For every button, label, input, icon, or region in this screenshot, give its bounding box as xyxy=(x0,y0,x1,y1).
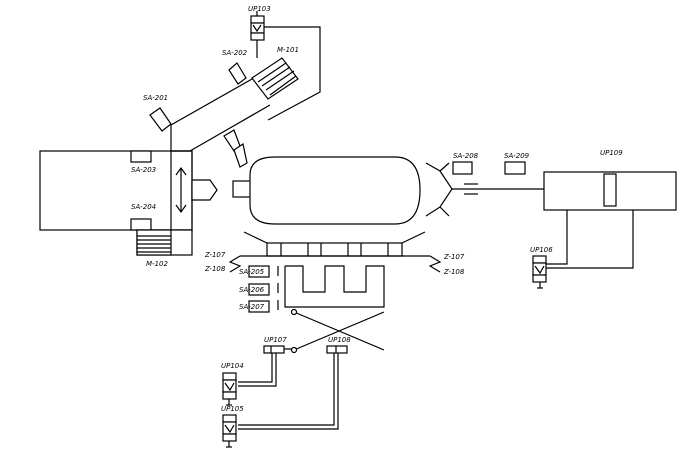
label-z107-right: Z-107 xyxy=(443,253,465,261)
label-up107: UP107 xyxy=(264,336,287,344)
valve-up104 xyxy=(222,372,237,406)
nozzle xyxy=(191,179,218,201)
label-up105: UP105 xyxy=(221,405,244,413)
label-up103: UP103 xyxy=(248,5,271,13)
label-up108: UP108 xyxy=(328,336,351,344)
label-m101: M-101 xyxy=(277,46,299,54)
label-up104: UP104 xyxy=(221,362,244,370)
label-m102: M-102 xyxy=(146,260,168,268)
label-z108-left: Z-108 xyxy=(204,265,226,273)
line-up104-b xyxy=(238,353,277,387)
label-sa206: SA-206 xyxy=(239,286,265,294)
sensor-sa204-box xyxy=(130,218,152,231)
sensor-sa208-box xyxy=(452,161,473,175)
inclined-arm xyxy=(149,26,321,168)
label-sa207: SA-207 xyxy=(239,303,265,311)
clamp-left xyxy=(228,255,242,273)
crossing-linkage xyxy=(290,308,385,354)
label-sa201: SA-201 xyxy=(143,94,168,102)
label-sa202: SA-202 xyxy=(222,49,248,57)
clamp-right xyxy=(428,255,442,273)
label-up106: UP106 xyxy=(530,246,553,254)
motor-m101 xyxy=(251,57,299,100)
gripper xyxy=(425,161,545,217)
sensor-sa205-box xyxy=(248,265,270,278)
label-sa203: SA-203 xyxy=(131,166,156,174)
label-sa209: SA-209 xyxy=(504,152,530,160)
sensor-sa206-box xyxy=(248,283,270,296)
line-up104-a xyxy=(238,353,273,383)
cylinder-up107 xyxy=(263,345,292,354)
motor-m102 xyxy=(136,229,193,256)
cylinder-up109 xyxy=(540,171,677,269)
label-z108-right: Z-108 xyxy=(443,268,465,276)
line-up105-b xyxy=(238,353,339,430)
label-sa204: SA-204 xyxy=(131,203,156,211)
sensor-sa203-box xyxy=(130,150,152,163)
conveyor-table xyxy=(228,231,442,273)
line-up103 xyxy=(264,26,321,121)
label-sa205: SA-205 xyxy=(239,268,265,276)
comb-part xyxy=(248,265,385,313)
sensor-sa202-box xyxy=(228,62,247,85)
valve-up103 xyxy=(250,11,265,41)
valve-up105 xyxy=(222,414,237,448)
line-up105-a xyxy=(238,353,335,426)
cylinder-up108 xyxy=(326,345,348,354)
sensor-sa209-box xyxy=(504,161,526,175)
label-sa208: SA-208 xyxy=(453,152,479,160)
sensor-sa201-box xyxy=(149,107,172,132)
left-housing xyxy=(39,150,218,231)
sensor-sa207-box xyxy=(248,300,270,313)
label-z107-left: Z-107 xyxy=(204,251,226,259)
valve-up106 xyxy=(532,255,547,289)
label-up109: UP109 xyxy=(600,149,623,157)
tank xyxy=(232,156,421,225)
